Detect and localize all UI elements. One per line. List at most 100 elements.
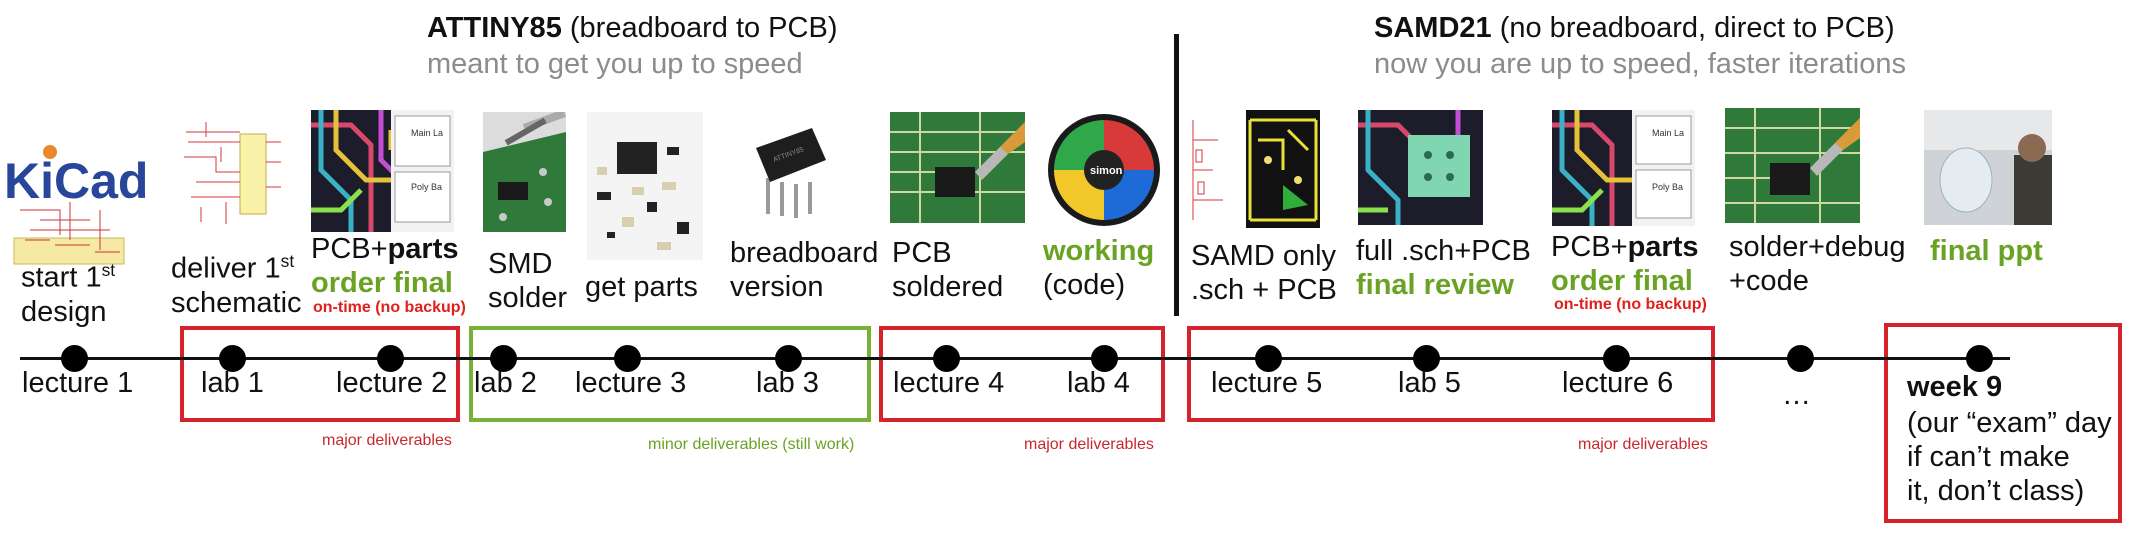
on-time-note-1: on-time (no backup) bbox=[313, 299, 466, 316]
milestone-pcb-soldered-line2: soldered bbox=[892, 271, 1004, 303]
timeline-label-lecture6: lecture 6 bbox=[1562, 367, 1674, 399]
milestone-deliver-line1: deliver 1 bbox=[171, 252, 281, 285]
milestone-solder-debug-line1: solder+debug bbox=[1729, 231, 1906, 263]
milestone-final-ppt: final ppt bbox=[1930, 234, 2043, 268]
milestone-final-ppt-green: final ppt bbox=[1930, 235, 2043, 267]
solder-debug-photo bbox=[1725, 108, 1860, 223]
milestone-samd-only: SAMD only .sch + PCB bbox=[1191, 239, 1337, 307]
final-presentation-photo bbox=[1924, 110, 2052, 225]
milestone-breadboard-line2: version bbox=[730, 271, 824, 303]
timeline-label-lecture3: lecture 3 bbox=[575, 367, 687, 399]
milestone-pcb-order-2: PCB+parts order final bbox=[1551, 230, 1699, 298]
milestone-deliver-schematic: deliver 1st schematic bbox=[171, 244, 302, 320]
timeline-label-lecture5: lecture 5 bbox=[1211, 367, 1323, 399]
left-header-subtitle: meant to get you up to speed bbox=[427, 48, 803, 80]
timeline-dot-week9 bbox=[1966, 345, 1993, 372]
milestone-solder-debug: solder+debug +code bbox=[1729, 230, 1906, 298]
milestone-deliver-line2: schematic bbox=[171, 286, 302, 319]
timeline-dot-ellipsis bbox=[1787, 345, 1814, 372]
timeline-axis bbox=[20, 357, 2010, 360]
milestone-start-design: start 1st design bbox=[21, 253, 115, 329]
timeline-label-week9: week 9 bbox=[1907, 371, 2003, 403]
right-header-subtitle: now you are up to speed, faster iteratio… bbox=[1374, 48, 1906, 80]
right-header-title-bold: SAMD21 bbox=[1374, 12, 1492, 44]
milestone-samd-line2: .sch + PCB bbox=[1191, 274, 1337, 306]
milestone-final-review-line1: full .sch+PCB bbox=[1356, 235, 1531, 267]
right-header-title-rest: (no breadboard, direct to PCB) bbox=[1491, 12, 1895, 44]
milestone-get-parts-line1: get parts bbox=[585, 271, 698, 303]
parts-photo bbox=[587, 112, 703, 260]
right-header-title: SAMD21 (no breadboard, direct to PCB) bbox=[1374, 12, 1895, 45]
milestone-pcb-order-1-pre: PCB+ bbox=[311, 233, 388, 265]
timeline-label-lecture2: lecture 2 bbox=[336, 367, 448, 399]
caption-minor: minor deliverables (still work) bbox=[648, 436, 855, 453]
simon-game-photo: simon bbox=[1042, 112, 1166, 230]
full-sch-pcb-thumbnail bbox=[1358, 110, 1483, 225]
svg-text:Poly Ba: Poly Ba bbox=[411, 182, 442, 192]
smd-solder-photo bbox=[483, 112, 566, 232]
major-deliverables-box-1 bbox=[180, 326, 460, 422]
timeline-dot-lab4 bbox=[1091, 345, 1118, 372]
on-time-note-2: on-time (no backup) bbox=[1554, 296, 1707, 313]
svg-text:Main La: Main La bbox=[411, 128, 443, 138]
timeline-label-lecture4: lecture 4 bbox=[893, 367, 1005, 399]
pcb-soldering-photo bbox=[890, 112, 1025, 223]
milestone-deliver-sup: st bbox=[280, 251, 295, 271]
svg-text:Main La: Main La bbox=[1652, 128, 1684, 138]
milestone-pcb-order-1: PCB+parts order final bbox=[311, 232, 459, 300]
caption-major-3: major deliverables bbox=[1578, 436, 1708, 453]
week9-note-line1: (our “exam” day bbox=[1907, 407, 2112, 439]
timeline-label-ellipsis: … bbox=[1782, 379, 1811, 411]
major-deliverables-box-2 bbox=[879, 326, 1165, 422]
timeline-label-lab4: lab 4 bbox=[1067, 367, 1130, 399]
timeline-dot-lab3 bbox=[775, 345, 802, 372]
kicad-logo-cad: Cad bbox=[54, 153, 148, 209]
timeline-label-lab2: lab 2 bbox=[474, 367, 537, 399]
timeline-dot-lecture1 bbox=[61, 345, 88, 372]
left-header-title-rest: (breadboard to PCB) bbox=[561, 12, 838, 44]
milestone-start-design-line2: design bbox=[21, 295, 107, 328]
timeline-dot-lecture6 bbox=[1603, 345, 1630, 372]
milestone-breadboard: breadboard version bbox=[730, 236, 878, 304]
milestone-pcb-order-2-bold: parts bbox=[1627, 231, 1699, 263]
milestone-get-parts: get parts bbox=[585, 270, 698, 304]
milestone-pcb-soldered-line1: PCB bbox=[892, 237, 952, 269]
kicad-logo-ki: Ki bbox=[4, 153, 54, 209]
timeline-dot-lab2 bbox=[490, 345, 517, 372]
simon-label: simon bbox=[1090, 165, 1123, 177]
timeline-dot-lab1 bbox=[219, 345, 246, 372]
minor-deliverables-box bbox=[469, 326, 871, 422]
dip-chip-photo: ATTINY85 bbox=[752, 118, 830, 218]
left-header-title: ATTINY85 (breadboard to PCB) bbox=[427, 12, 837, 45]
week9-note-line2: if can’t make bbox=[1907, 441, 2070, 473]
week9-box bbox=[1884, 323, 2122, 523]
svg-text:Poly Ba: Poly Ba bbox=[1652, 182, 1683, 192]
milestone-samd-line1: SAMD only bbox=[1191, 240, 1337, 272]
milestone-breadboard-line1: breadboard bbox=[730, 237, 879, 269]
kicad-logo: Ki Cad bbox=[0, 140, 152, 265]
milestone-working-line2: (code) bbox=[1043, 269, 1126, 301]
phase-divider bbox=[1174, 34, 1179, 316]
milestone-solder-debug-line2: +code bbox=[1729, 265, 1809, 297]
milestone-pcb-order-2-pre: PCB+ bbox=[1551, 231, 1628, 263]
samd-sch-pcb-thumbnail bbox=[1188, 110, 1320, 228]
milestone-pcb-soldered: PCB soldered bbox=[892, 236, 1003, 304]
caption-major-1: major deliverables bbox=[322, 432, 452, 449]
timeline-dot-lecture5 bbox=[1255, 345, 1282, 372]
pcb-layout-thumbnail-2: Main La Poly Ba bbox=[1552, 110, 1695, 226]
timeline-dot-lecture4 bbox=[933, 345, 960, 372]
milestone-smd-line1: SMD bbox=[488, 248, 553, 280]
timeline-label-lab1: lab 1 bbox=[201, 367, 264, 399]
schematic-thumbnail bbox=[176, 112, 286, 230]
timeline-dot-lab5 bbox=[1413, 345, 1440, 372]
timeline-dot-lecture3 bbox=[614, 345, 641, 372]
milestone-start-design-line1: start 1 bbox=[21, 261, 102, 294]
milestone-smd-solder: SMD solder bbox=[488, 247, 567, 315]
milestone-final-review: full .sch+PCB final review bbox=[1356, 234, 1531, 302]
timeline-label-lab3: lab 3 bbox=[756, 367, 819, 399]
caption-major-2: major deliverables bbox=[1024, 436, 1154, 453]
milestone-pcb-order-1-bold: parts bbox=[387, 233, 459, 265]
timeline-dot-lecture2 bbox=[377, 345, 404, 372]
week9-note: (our “exam” day if can’t make it, don’t … bbox=[1907, 406, 2112, 508]
milestone-working: working (code) bbox=[1043, 234, 1154, 302]
